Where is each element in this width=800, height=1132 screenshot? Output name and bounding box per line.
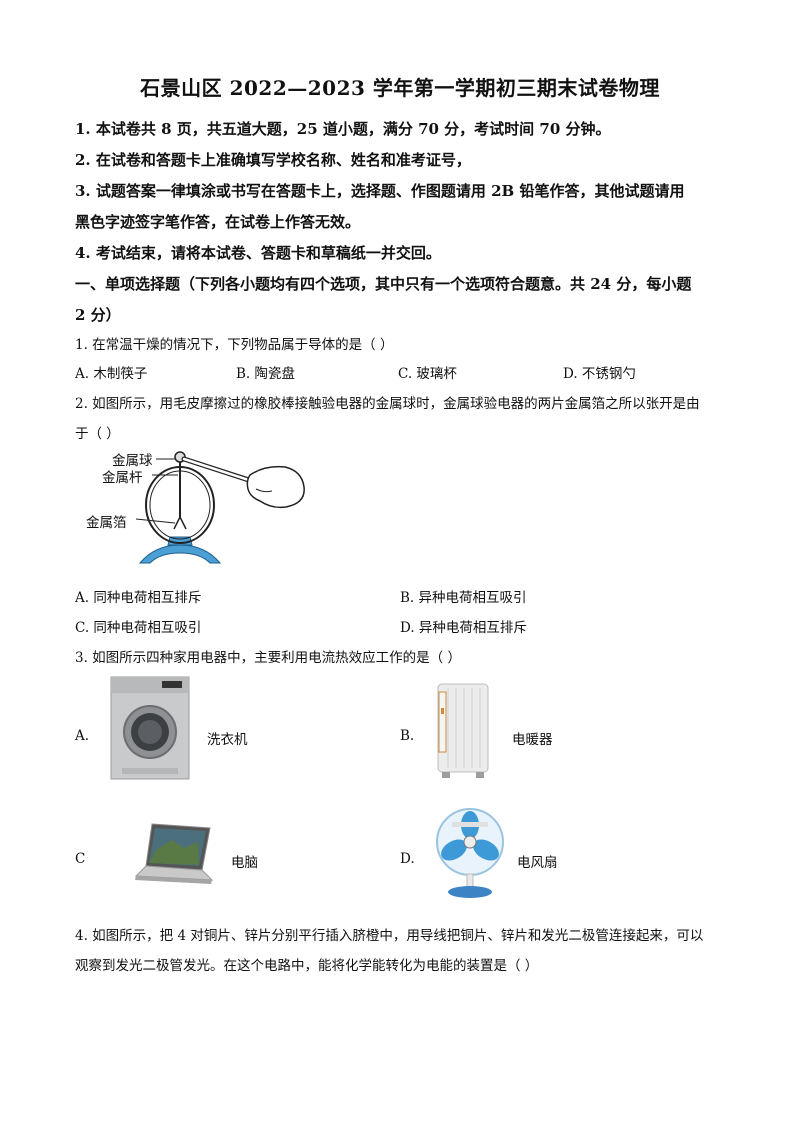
question-2-stem: 2. 如图所示，用毛皮摩擦过的橡胶棒接触验电器的金属球时，金属球验电器的两片金属… <box>75 396 700 412</box>
label-metal-rod: 金属杆 <box>102 470 143 486</box>
question-3-stem: 3. 如图所示四种家用电器中，主要利用电流热效应工作的是（ ） <box>75 650 461 666</box>
laptop-image <box>134 823 214 884</box>
instruction-1: 1. 本试卷共 8 页，共五道大题，25 道小题，满分 70 分，考试时间 70… <box>75 120 611 138</box>
section-heading-cont: 2 分） <box>75 306 121 324</box>
instruction-3: 3. 试题答案一律填涂或书写在答题卡上，选择题、作图题请用 2B 铅笔作答，其他… <box>75 182 685 200</box>
question-3-option-a-letter: A. <box>75 728 90 744</box>
question-3-option-c-label: 电脑 <box>231 855 258 871</box>
question-4-stem: 4. 如图所示，把 4 对铜片、锌片分别平行插入脐橙中，用导线把铜片、锌片和发光… <box>75 928 704 944</box>
question-2-option-a: A. 同种电荷相互排斥 <box>75 590 202 606</box>
question-1-option-b: B. 陶瓷盘 <box>236 366 296 382</box>
question-3-option-d-label: 电风扇 <box>517 855 558 871</box>
instruction-2: 2. 在试卷和答题卡上准确填写学校名称、姓名和准考证号， <box>75 151 471 169</box>
electroscope-figure <box>135 451 305 564</box>
instruction-3-cont: 黑色字迹签字笔作答，在试卷上作答无效。 <box>75 213 361 231</box>
question-3-option-b-label: 电暖器 <box>512 732 553 748</box>
label-metal-ball: 金属球 <box>112 453 153 469</box>
instruction-4: 4. 考试结束，请将本试卷、答题卡和草稿纸一并交回。 <box>75 244 441 262</box>
question-1-stem: 1. 在常温干燥的情况下，下列物品属于导体的是（ ） <box>75 337 394 353</box>
electric-heater-image <box>437 683 489 778</box>
electric-fan-image <box>436 808 504 898</box>
question-3-option-c-letter: C <box>75 851 86 867</box>
question-1-option-c: C. 玻璃杯 <box>398 366 457 382</box>
question-2-option-d: D. 异种电荷相互排斥 <box>400 620 527 636</box>
question-2-option-b: B. 异种电荷相互吸引 <box>400 590 527 606</box>
question-1-option-a: A. 木制筷子 <box>75 366 148 382</box>
section-heading: 一、单项选择题（下列各小题均有四个选项，其中只有一个选项符合题意。共 24 分，… <box>75 275 692 293</box>
question-2-stem-cont: 于（ ） <box>75 426 120 442</box>
question-1-option-d: D. 不锈钢勺 <box>563 366 636 382</box>
question-4-stem-cont: 观察到发光二极管发光。在这个电路中，能将化学能转化为电能的装置是（ ） <box>75 958 539 974</box>
question-3-option-a-label: 洗衣机 <box>207 732 248 748</box>
question-3-option-b-letter: B. <box>400 728 415 744</box>
question-2-option-c: C. 同种电荷相互吸引 <box>75 620 202 636</box>
washing-machine-image <box>110 676 190 780</box>
question-3-option-d-letter: D. <box>400 851 415 867</box>
label-metal-foil: 金属箔 <box>86 515 127 531</box>
page-title: 石景山区 2022—2023 学年第一学期初三期末试卷物理 <box>140 76 660 100</box>
